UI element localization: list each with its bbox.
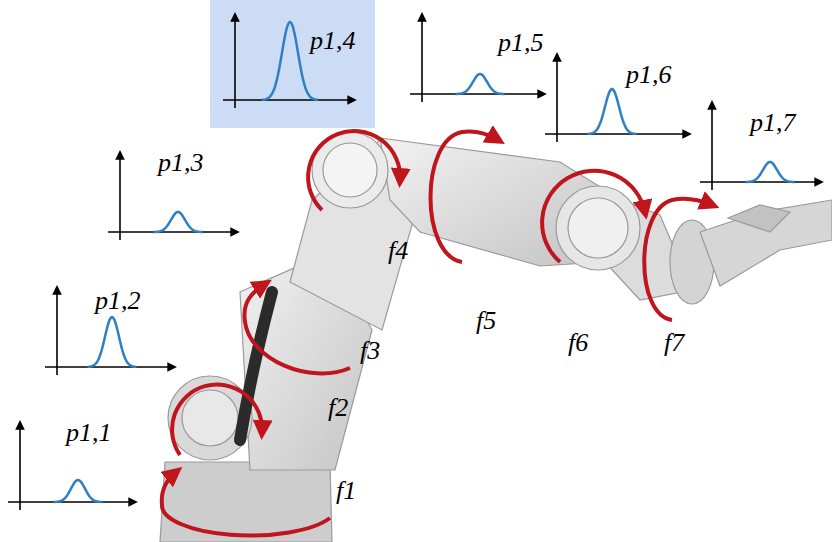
distribution-label: p1,6 <box>626 62 672 88</box>
plot-axis <box>45 366 175 368</box>
plot-axis <box>700 181 822 183</box>
distribution-label: p1,4 <box>310 28 356 54</box>
plot-axis <box>56 287 58 375</box>
gaussian-curve <box>588 89 637 134</box>
distribution-plot <box>210 0 375 128</box>
joint-label: f5 <box>476 308 496 334</box>
plot-axis <box>19 422 21 510</box>
plot-axis <box>711 102 713 190</box>
plot-axis <box>8 501 136 503</box>
distribution-plots <box>8 14 822 510</box>
joint-label: f4 <box>388 238 408 264</box>
plot-axis <box>234 14 236 108</box>
gaussian-curve <box>154 212 203 232</box>
distribution-label: p1,2 <box>95 288 141 314</box>
plot-axis <box>421 14 423 102</box>
rotation-arrows <box>162 131 712 535</box>
plot-axis <box>223 99 355 101</box>
gaussian-curve <box>262 22 318 100</box>
joint-label: f7 <box>664 330 684 356</box>
robot-arm <box>160 132 832 542</box>
highlight-box: p1,4 <box>210 0 375 128</box>
distribution-label: p1,3 <box>158 150 204 176</box>
plot-axis <box>410 93 545 95</box>
joint-label: f2 <box>328 395 348 421</box>
distribution-label: p1,1 <box>66 420 112 446</box>
plot-axis <box>119 152 121 240</box>
plot-axis <box>108 231 238 233</box>
plot-axis <box>545 133 690 135</box>
gaussian-curve <box>54 480 103 502</box>
gaussian-curve <box>88 317 137 367</box>
plot-axis <box>556 54 558 142</box>
gaussian-curve <box>746 162 795 182</box>
gaussian-curve <box>456 74 505 94</box>
joint-label: f1 <box>336 478 356 504</box>
distribution-label: p1,7 <box>750 110 796 136</box>
joint-label: f6 <box>568 330 588 356</box>
distribution-label: p1,5 <box>498 30 544 56</box>
joint-label: f3 <box>360 338 380 364</box>
